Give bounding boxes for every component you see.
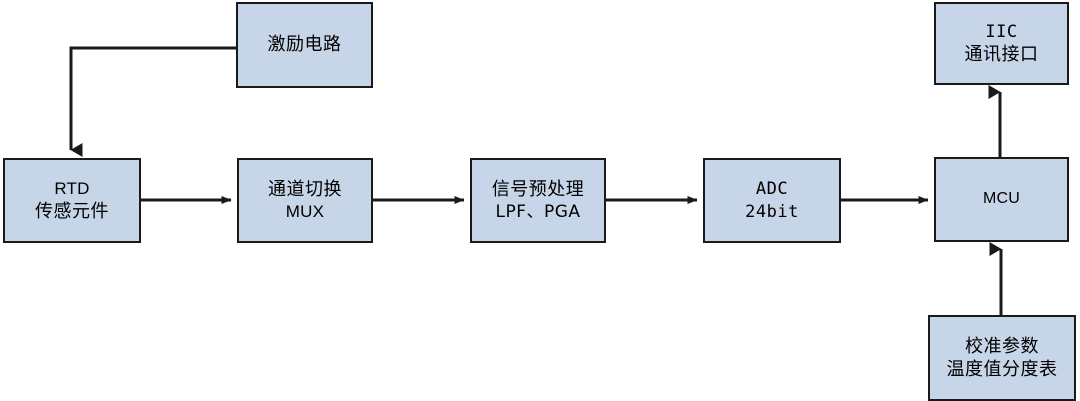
node-adc-line-1: ADC [755,179,789,200]
node-rtd-sensor[interactable]: RTD 传感元件 [3,158,141,243]
node-adc[interactable]: ADC 24bit [703,158,841,243]
node-calibration-table-line-1: 校准参数 [965,335,1039,357]
node-rtd-sensor-line-2: 传感元件 [35,200,109,222]
node-rtd-sensor-line-1: RTD [54,178,90,198]
node-iic-interface[interactable]: IIC 通讯接口 [934,2,1069,85]
node-channel-mux-line-2: MUX [285,202,325,222]
node-iic-interface-line-1: IIC [985,21,1018,42]
node-signal-preprocessing-line-2: LPF、PGA [495,202,581,223]
node-channel-mux-line-1: 通道切换 [268,178,342,200]
node-signal-preprocessing-line-1: 信号预处理 [491,178,585,200]
node-channel-mux[interactable]: 通道切换 MUX [237,158,373,243]
node-calibration-table-line-2: 温度值分度表 [946,359,1058,380]
connector-excitation-to-rtd [69,46,236,157]
node-mcu-line-1: MCU [982,190,1021,208]
node-excitation-circuit-line-1: 激励电路 [267,34,342,56]
node-iic-interface-line-2: 通讯接口 [964,43,1039,65]
node-signal-preprocessing[interactable]: 信号预处理 LPF、PGA [470,158,606,243]
node-adc-line-2: 24bit [745,201,799,222]
node-calibration-table[interactable]: 校准参数 温度值分度表 [928,315,1076,401]
node-mcu[interactable]: MCU [934,157,1069,242]
node-excitation-circuit[interactable]: 激励电路 [236,2,373,88]
